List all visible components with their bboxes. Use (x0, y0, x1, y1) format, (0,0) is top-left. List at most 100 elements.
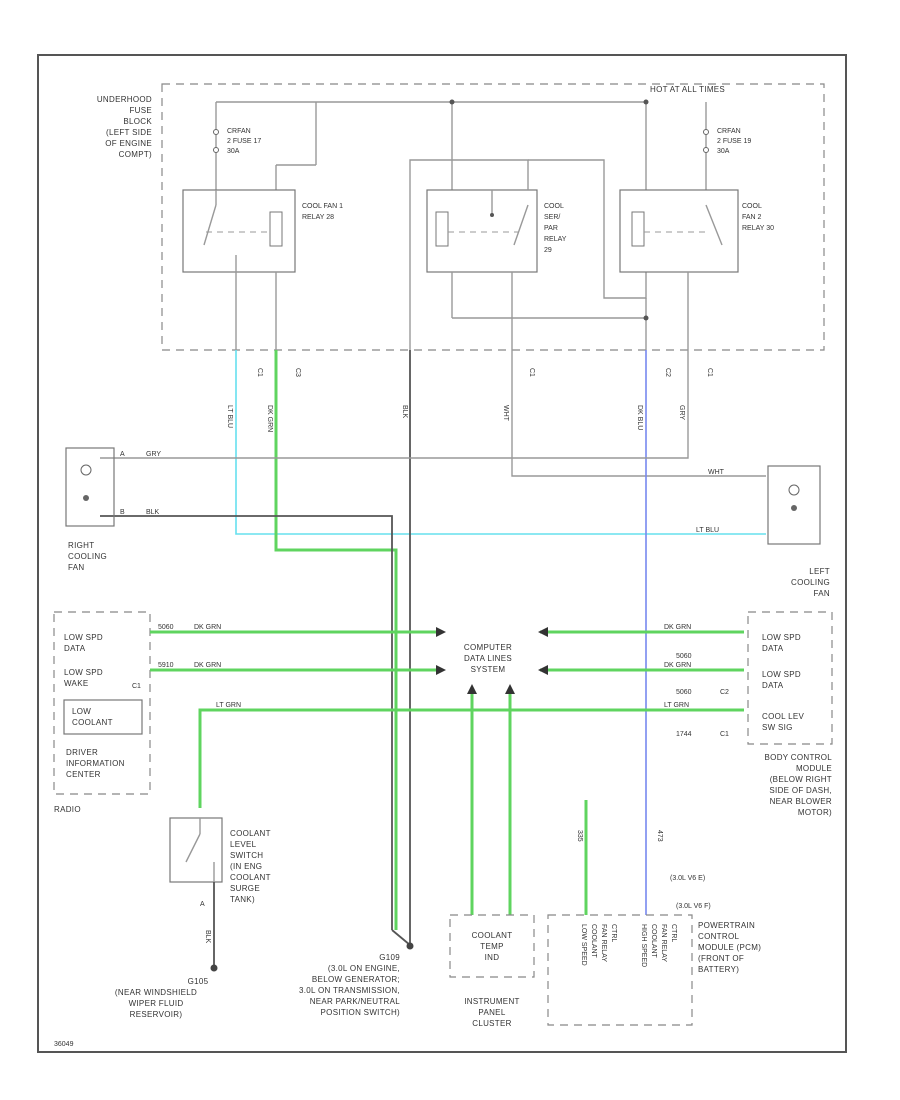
svg-text:COMPUTER: COMPUTER (464, 643, 512, 652)
svg-text:DK GRN: DK GRN (194, 662, 221, 669)
svg-text:LT GRN: LT GRN (664, 702, 689, 709)
svg-text:GRY: GRY (678, 405, 685, 420)
driver-information-center: LOW SPD DATA LOW SPD WAKE C1 LOW COOLANT… (53, 611, 151, 814)
svg-text:CTRL: CTRL (610, 924, 617, 942)
svg-text:PANEL: PANEL (478, 1008, 505, 1017)
svg-text:INSTRUMENT: INSTRUMENT (464, 997, 519, 1006)
svg-text:1744: 1744 (676, 731, 692, 738)
svg-text:C1: C1 (720, 731, 729, 738)
svg-text:(3.0L ON ENGINE,: (3.0L ON ENGINE, (328, 964, 400, 973)
svg-text:FAN RELAY: FAN RELAY (600, 924, 607, 962)
svg-text:C1: C1 (256, 368, 263, 377)
svg-text:29: 29 (544, 247, 552, 254)
svg-text:CRFAN: CRFAN (717, 128, 741, 135)
svg-text:FAN: FAN (814, 589, 830, 598)
svg-text:COOLANT: COOLANT (472, 931, 513, 940)
svg-text:SIDE OF DASH,: SIDE OF DASH, (769, 786, 832, 795)
svg-text:LOW SPD: LOW SPD (64, 668, 103, 677)
svg-text:5910: 5910 (158, 662, 174, 669)
svg-text:SER/: SER/ (544, 214, 560, 221)
pcm-label: POWERTRAIN CONTROL MODULE (PCM) (FRONT O… (698, 921, 761, 974)
svg-text:LEVEL: LEVEL (230, 840, 257, 849)
svg-text:RESERVOIR): RESERVOIR) (130, 1010, 183, 1019)
svg-text:LOW SPD: LOW SPD (762, 670, 801, 679)
svg-text:RELAY 28: RELAY 28 (302, 214, 334, 221)
svg-text:PAR: PAR (544, 225, 558, 232)
svg-text:LOW: LOW (72, 707, 91, 716)
svg-text:DK GRN: DK GRN (664, 662, 691, 669)
svg-text:5060: 5060 (158, 624, 174, 631)
svg-text:FAN: FAN (68, 563, 84, 572)
svg-text:(3.0L V6 E): (3.0L V6 E) (670, 875, 705, 882)
svg-text:DK BLU: DK BLU (636, 405, 643, 430)
svg-text:FAN 2: FAN 2 (742, 214, 762, 221)
svg-text:C1: C1 (706, 368, 713, 377)
cool-fan-2-relay: COOL FAN 2 RELAY 30 (619, 189, 774, 273)
svg-text:RELAY 30: RELAY 30 (742, 225, 774, 232)
svg-text:DK GRN: DK GRN (194, 624, 221, 631)
svg-text:BODY CONTROL: BODY CONTROL (765, 753, 833, 762)
svg-text:CTRL: CTRL (670, 924, 677, 942)
svg-text:473: 473 (656, 830, 663, 842)
svg-text:GRY: GRY (146, 451, 161, 458)
svg-text:IND: IND (485, 953, 500, 962)
fuse-17: CRFAN 2 FUSE 17 30A (213, 102, 261, 190)
svg-text:CENTER: CENTER (66, 770, 101, 779)
wire-gry (100, 350, 689, 459)
svg-text:C2: C2 (720, 689, 729, 696)
svg-text:FUSE: FUSE (129, 106, 152, 115)
svg-text:DATA: DATA (762, 644, 784, 653)
svg-text:MOTOR): MOTOR) (798, 808, 832, 817)
wire-lt-blu-right (235, 350, 766, 535)
ground-g109-point (406, 942, 414, 950)
wire-coolant-level-left (198, 708, 744, 808)
svg-text:NEAR PARK/NEUTRAL: NEAR PARK/NEUTRAL (310, 997, 401, 1006)
wire-wht (511, 350, 766, 477)
svg-text:C1: C1 (528, 368, 535, 377)
svg-text:BELOW GENERATOR;: BELOW GENERATOR; (312, 975, 400, 984)
left-cooling-fan: LEFT COOLING FAN (767, 465, 830, 598)
svg-text:BLK: BLK (401, 405, 408, 419)
svg-text:BLK: BLK (204, 930, 211, 944)
svg-text:COOLING: COOLING (68, 552, 107, 561)
svg-text:DATA LINES: DATA LINES (464, 654, 512, 663)
diagram-frame (37, 54, 847, 1053)
svg-text:B: B (120, 509, 125, 516)
svg-text:CRFAN: CRFAN (227, 128, 251, 135)
body-control-module-label: BODY CONTROL MODULE (BELOW RIGHT SIDE OF… (765, 753, 833, 817)
svg-text:COOL: COOL (544, 203, 564, 210)
svg-text:COOL FAN 1: COOL FAN 1 (302, 203, 343, 210)
ground-g105-label: G105 (NEAR WINDSHIELD WIPER FLUID RESERV… (115, 977, 208, 1019)
svg-text:LEFT: LEFT (809, 567, 830, 576)
svg-text:(FRONT OF: (FRONT OF (698, 954, 744, 963)
fuse-block-label: UNDERHOOD FUSE BLOCK (LEFT SIDE OF ENGIN… (97, 95, 152, 159)
svg-text:SYSTEM: SYSTEM (471, 665, 506, 674)
svg-text:C2: C2 (664, 368, 671, 377)
svg-text:G109: G109 (379, 953, 400, 962)
svg-text:COOLANT: COOLANT (230, 829, 271, 838)
svg-text:WHT: WHT (502, 405, 509, 422)
instrument-panel-cluster-label: INSTRUMENT PANEL CLUSTER (464, 997, 519, 1028)
svg-text:CLUSTER: CLUSTER (472, 1019, 511, 1028)
cool-series-parallel-relay: COOL SER/ PAR RELAY 29 (426, 189, 567, 273)
svg-text:POSITION SWITCH): POSITION SWITCH) (321, 1008, 400, 1017)
svg-text:COOLING: COOLING (791, 578, 830, 587)
svg-text:DATA: DATA (762, 681, 784, 690)
svg-text:COOLANT: COOLANT (230, 873, 271, 882)
svg-text:(BELOW RIGHT: (BELOW RIGHT (770, 775, 832, 784)
svg-text:COOL: COOL (742, 203, 762, 210)
svg-text:A: A (200, 901, 205, 908)
svg-text:RIGHT: RIGHT (68, 541, 94, 550)
svg-text:5060: 5060 (676, 653, 692, 660)
fuse-block-outline (161, 83, 825, 351)
body-control-module-box: LOW SPD DATA LOW SPD DATA COOL LEV SW SI… (676, 611, 833, 745)
svg-text:COOLANT: COOLANT (650, 924, 657, 959)
svg-text:POWERTRAIN: POWERTRAIN (698, 921, 755, 930)
svg-text:DK GRN: DK GRN (664, 624, 691, 631)
svg-text:C1: C1 (132, 683, 141, 690)
right-cooling-fan: RIGHT COOLING FAN (65, 447, 115, 572)
svg-text:COMPT): COMPT) (119, 150, 152, 159)
svg-text:COOL LEV: COOL LEV (762, 712, 804, 721)
svg-text:MODULE: MODULE (796, 764, 832, 773)
